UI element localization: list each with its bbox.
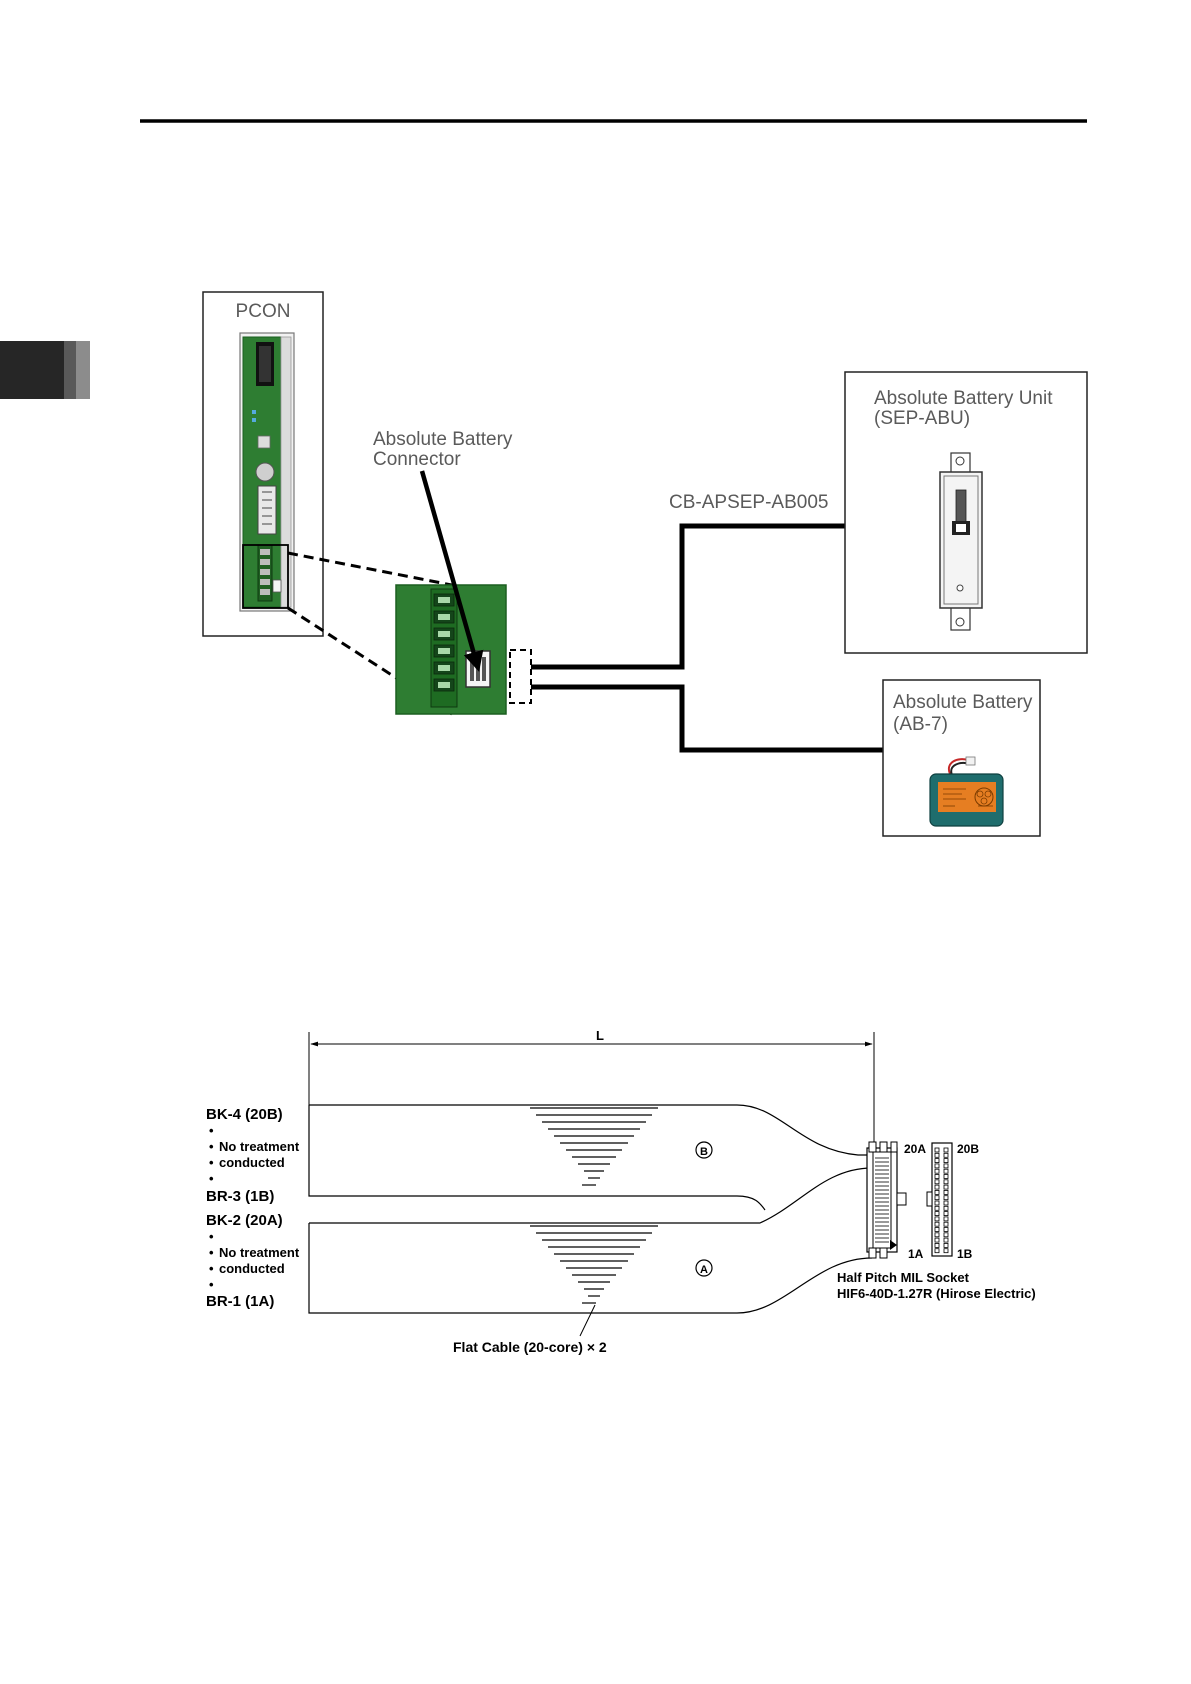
abu-label-line2: (SEP-ABU) bbox=[874, 408, 970, 429]
socket-label-line1: Half Pitch MIL Socket bbox=[837, 1270, 970, 1285]
flat-cable-b: B BK-4 (20B) • No treatment • conducted … bbox=[206, 1104, 872, 1211]
connector-label-line1: Absolute Battery bbox=[373, 429, 513, 450]
cable-a-dot1: • bbox=[209, 1229, 214, 1244]
connector-closeup bbox=[395, 584, 507, 715]
plug-outline bbox=[509, 649, 532, 704]
pin-20a-label: 20A bbox=[904, 1142, 926, 1156]
cable-b-marker: B bbox=[700, 1146, 708, 1158]
cable-b-note-line2: conducted bbox=[219, 1155, 285, 1170]
socket-side-view bbox=[866, 1141, 907, 1259]
flat-cable-leader bbox=[579, 1304, 596, 1337]
cable-b-top-label: BK-4 (20B) bbox=[206, 1106, 283, 1123]
cable-label: CB-APSEP-AB005 bbox=[669, 492, 828, 513]
battery-label-line2: (AB-7) bbox=[893, 714, 948, 735]
length-dimension: L bbox=[308, 1028, 875, 1150]
connector-pointer-arrow bbox=[419, 470, 484, 672]
cable-b-note-line1: No treatment bbox=[219, 1139, 300, 1154]
cable-a-note-line1: No treatment bbox=[219, 1245, 300, 1260]
cable-a-note-line2: conducted bbox=[219, 1261, 285, 1276]
cable-to-abu bbox=[531, 523, 845, 670]
pin-1b-label: 1B bbox=[957, 1247, 973, 1261]
absolute-battery: Absolute Battery (AB-7) bbox=[882, 679, 1041, 837]
socket-label-line2: HIF6-40D-1.27R (Hirose Electric) bbox=[837, 1286, 1036, 1301]
cable-a-dot4: • bbox=[209, 1277, 214, 1292]
cable-a-dot3: • bbox=[209, 1261, 214, 1276]
socket-pin-view bbox=[926, 1142, 953, 1257]
battery-unit: Absolute Battery Unit (SEP-ABU) bbox=[844, 371, 1088, 654]
cable-b-dot3: • bbox=[209, 1155, 214, 1170]
pcon-label: PCON bbox=[236, 301, 291, 322]
cable-b-wires bbox=[530, 1107, 658, 1186]
cable-a-bottom-label: BR-1 (1A) bbox=[206, 1293, 274, 1310]
abu-label-line1: Absolute Battery Unit bbox=[874, 388, 1053, 409]
zoom-line-top bbox=[287, 551, 458, 588]
pin-20b-label: 20B bbox=[957, 1142, 979, 1156]
flat-cable-label: Flat Cable (20-core) × 2 bbox=[453, 1339, 607, 1355]
flat-cable-a: A BK-2 (20A) • No treatment • conducted … bbox=[206, 1167, 873, 1314]
side-chapter-tab bbox=[0, 341, 90, 399]
cable-to-battery bbox=[531, 684, 883, 753]
pin-1a-label: 1A bbox=[908, 1247, 924, 1261]
cable-b-dot4: • bbox=[209, 1171, 214, 1186]
cable-a-dot2: • bbox=[209, 1245, 214, 1260]
cable-a-wires bbox=[530, 1225, 658, 1304]
cable-b-bottom-label: BR-3 (1B) bbox=[206, 1188, 274, 1205]
connector-label-line2: Connector bbox=[373, 449, 461, 470]
cable-a-marker: A bbox=[700, 1264, 708, 1276]
cable-b-dot1: • bbox=[209, 1123, 214, 1138]
pcon-controller: PCON bbox=[202, 291, 324, 637]
cable-b-dot2: • bbox=[209, 1139, 214, 1154]
length-label: L bbox=[596, 1028, 604, 1043]
cable-a-top-label: BK-2 (20A) bbox=[206, 1212, 283, 1229]
battery-label-line1: Absolute Battery bbox=[893, 692, 1033, 713]
